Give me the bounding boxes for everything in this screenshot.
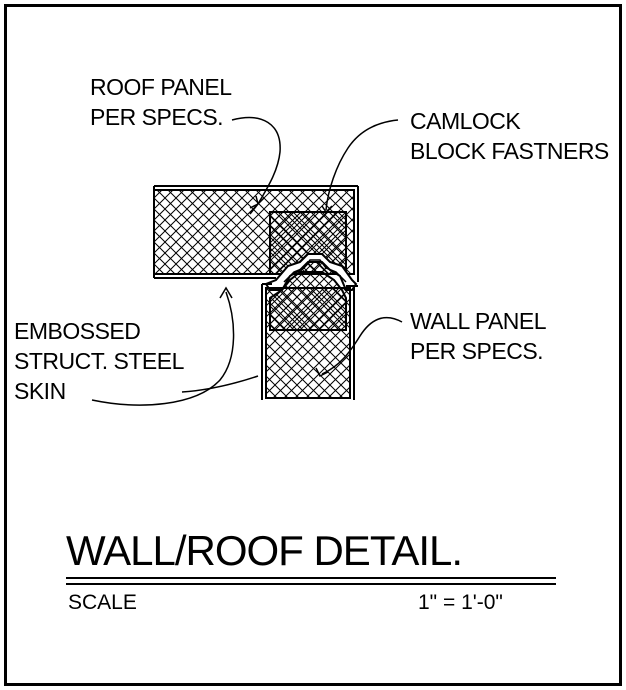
drawing-border — [4, 4, 622, 686]
camlock-label: CAMLOCK BLOCK FASTNERS — [410, 108, 609, 164]
embossed-skin-label: EMBOSSED STRUCT. STEEL SKIN — [14, 318, 184, 404]
wall-panel-label: WALL PANEL PER SPECS. — [410, 308, 547, 364]
leader-wall-panel — [315, 316, 403, 378]
title-underline — [66, 577, 556, 585]
scale-value: 1" = 1'-0" — [418, 591, 503, 614]
leader-roof-panel — [231, 116, 281, 215]
roof-panel-label: ROOF PANEL PER SPECS. — [90, 74, 232, 130]
camlock-block-wall — [269, 271, 347, 331]
leader-camlock — [321, 119, 399, 214]
leader-embossed-skin — [91, 286, 259, 406]
scale-label: SCALE — [68, 591, 137, 614]
drawing-title: WALL/ROOF DETAIL. — [66, 527, 463, 574]
